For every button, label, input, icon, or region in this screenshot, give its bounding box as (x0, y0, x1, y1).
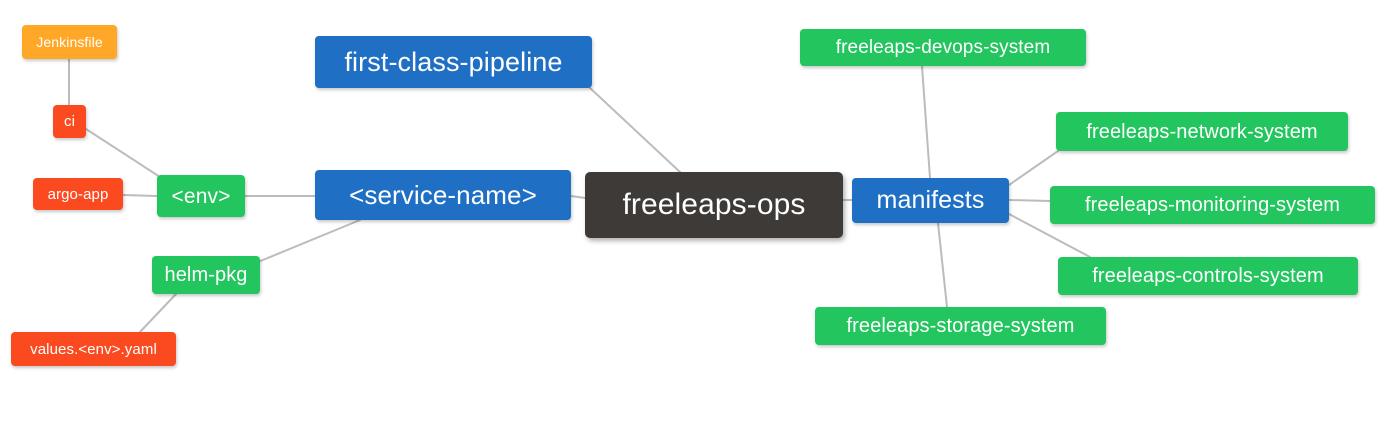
edge-manifests-to-freeleaps-monitoring-system (1008, 199, 1051, 202)
node-ci[interactable]: ci (53, 105, 86, 138)
node-freeleaps-storage-system[interactable]: freeleaps-storage-system (815, 307, 1106, 345)
node-freeleaps-monitoring-system[interactable]: freeleaps-monitoring-system (1050, 186, 1375, 224)
node-helm-pkg[interactable]: helm-pkg (152, 256, 260, 294)
edge-values-yaml-to-helm-pkg (139, 293, 177, 333)
node-freeleaps-controls-system[interactable]: freeleaps-controls-system (1058, 257, 1358, 295)
node-first-class-pipeline[interactable]: first-class-pipeline (315, 36, 592, 88)
edge-first-class-pipeline-to-freeleaps-ops (589, 87, 681, 173)
node-jenkinsfile[interactable]: Jenkinsfile (22, 25, 117, 59)
node-env[interactable]: <env> (157, 175, 245, 217)
node-service-name[interactable]: <service-name> (315, 170, 571, 220)
node-values-yaml[interactable]: values.<env>.yaml (11, 332, 176, 366)
edge-argo-app-to-env (122, 194, 158, 197)
edge-manifests-to-freeleaps-devops-system (921, 65, 931, 179)
edge-manifests-to-freeleaps-network-system (1008, 150, 1059, 186)
edge-ci-to-env (85, 128, 161, 178)
node-freeleaps-devops-system[interactable]: freeleaps-devops-system (800, 29, 1086, 66)
node-argo-app[interactable]: argo-app (33, 178, 123, 210)
edge-helm-pkg-to-service-name (257, 219, 361, 263)
edge-service-name-to-freeleaps-ops (570, 195, 586, 199)
edge-manifests-to-freeleaps-storage-system (937, 222, 948, 308)
node-freeleaps-network-system[interactable]: freeleaps-network-system (1056, 112, 1348, 151)
node-manifests[interactable]: manifests (852, 178, 1009, 223)
node-freeleaps-ops[interactable]: freeleaps-ops (585, 172, 843, 238)
